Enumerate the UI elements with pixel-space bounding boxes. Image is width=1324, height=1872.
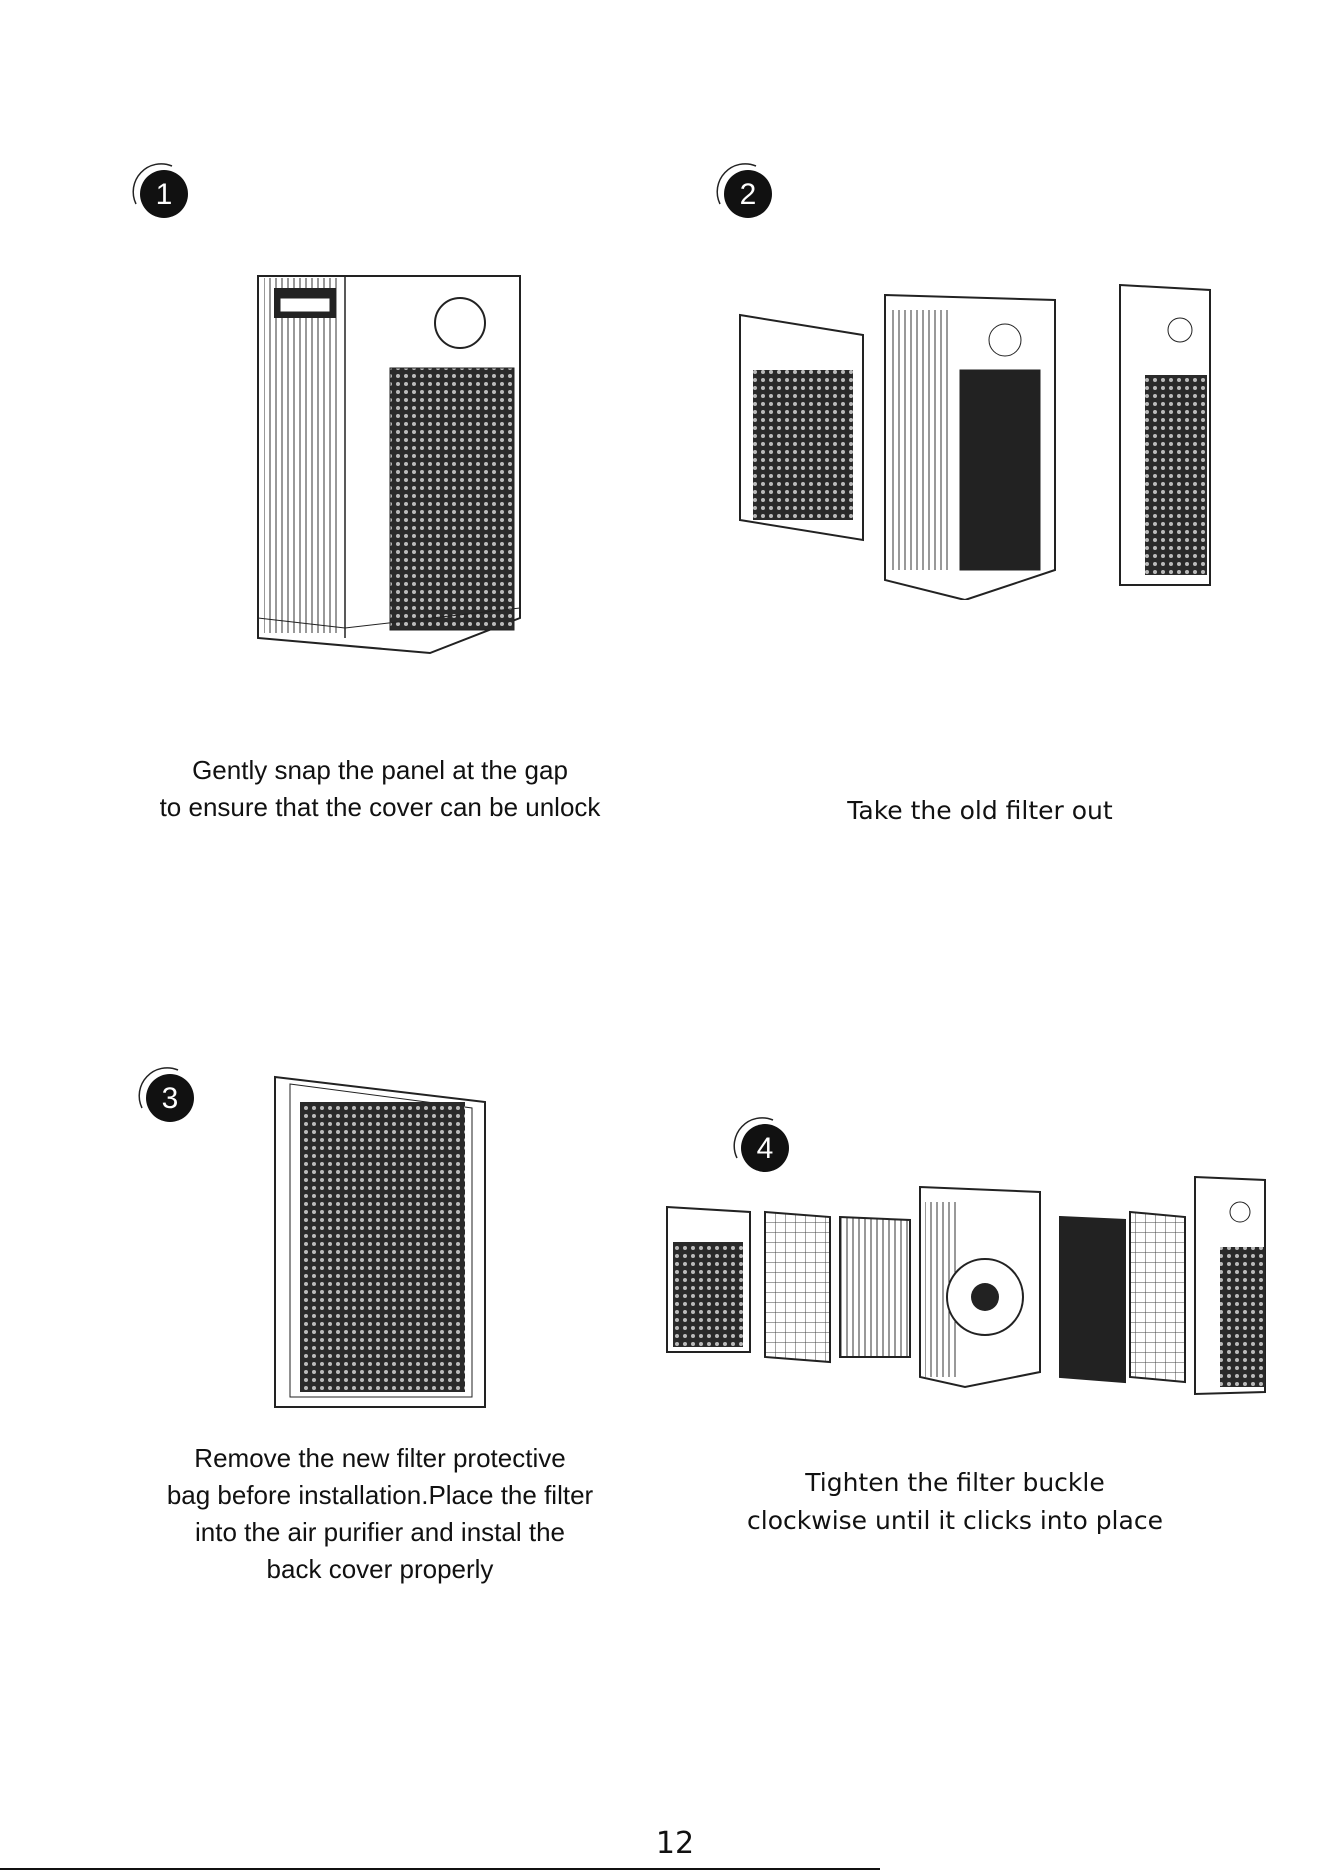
step-4-badge: 4 xyxy=(727,1112,793,1178)
step-1-caption: Gently snap the panel at the gap to ensu… xyxy=(110,752,650,826)
step-3-caption: Remove the new filter protective bag bef… xyxy=(130,1440,630,1588)
step-4-caption: Tighten the filter buckle clockwise unti… xyxy=(700,1464,1210,1540)
purifier-front-illustration xyxy=(250,268,530,668)
step-3-badge: 3 xyxy=(132,1062,198,1128)
page-number: 12 xyxy=(640,1826,710,1861)
step-4-number: 4 xyxy=(757,1132,774,1165)
step-1-number: 1 xyxy=(156,178,173,211)
filter-assembly-exploded-illustration xyxy=(665,1172,1270,1397)
footer-rule xyxy=(0,1868,880,1870)
new-filter-illustration xyxy=(270,1072,500,1414)
step-2-caption: Take the old filter out xyxy=(740,792,1220,830)
step-3-number: 3 xyxy=(162,1082,179,1115)
step-2-badge: 2 xyxy=(710,158,776,224)
step-2-number: 2 xyxy=(740,178,757,211)
step-1-badge: 1 xyxy=(126,158,192,224)
purifier-disassembled-illustration xyxy=(735,280,1275,600)
